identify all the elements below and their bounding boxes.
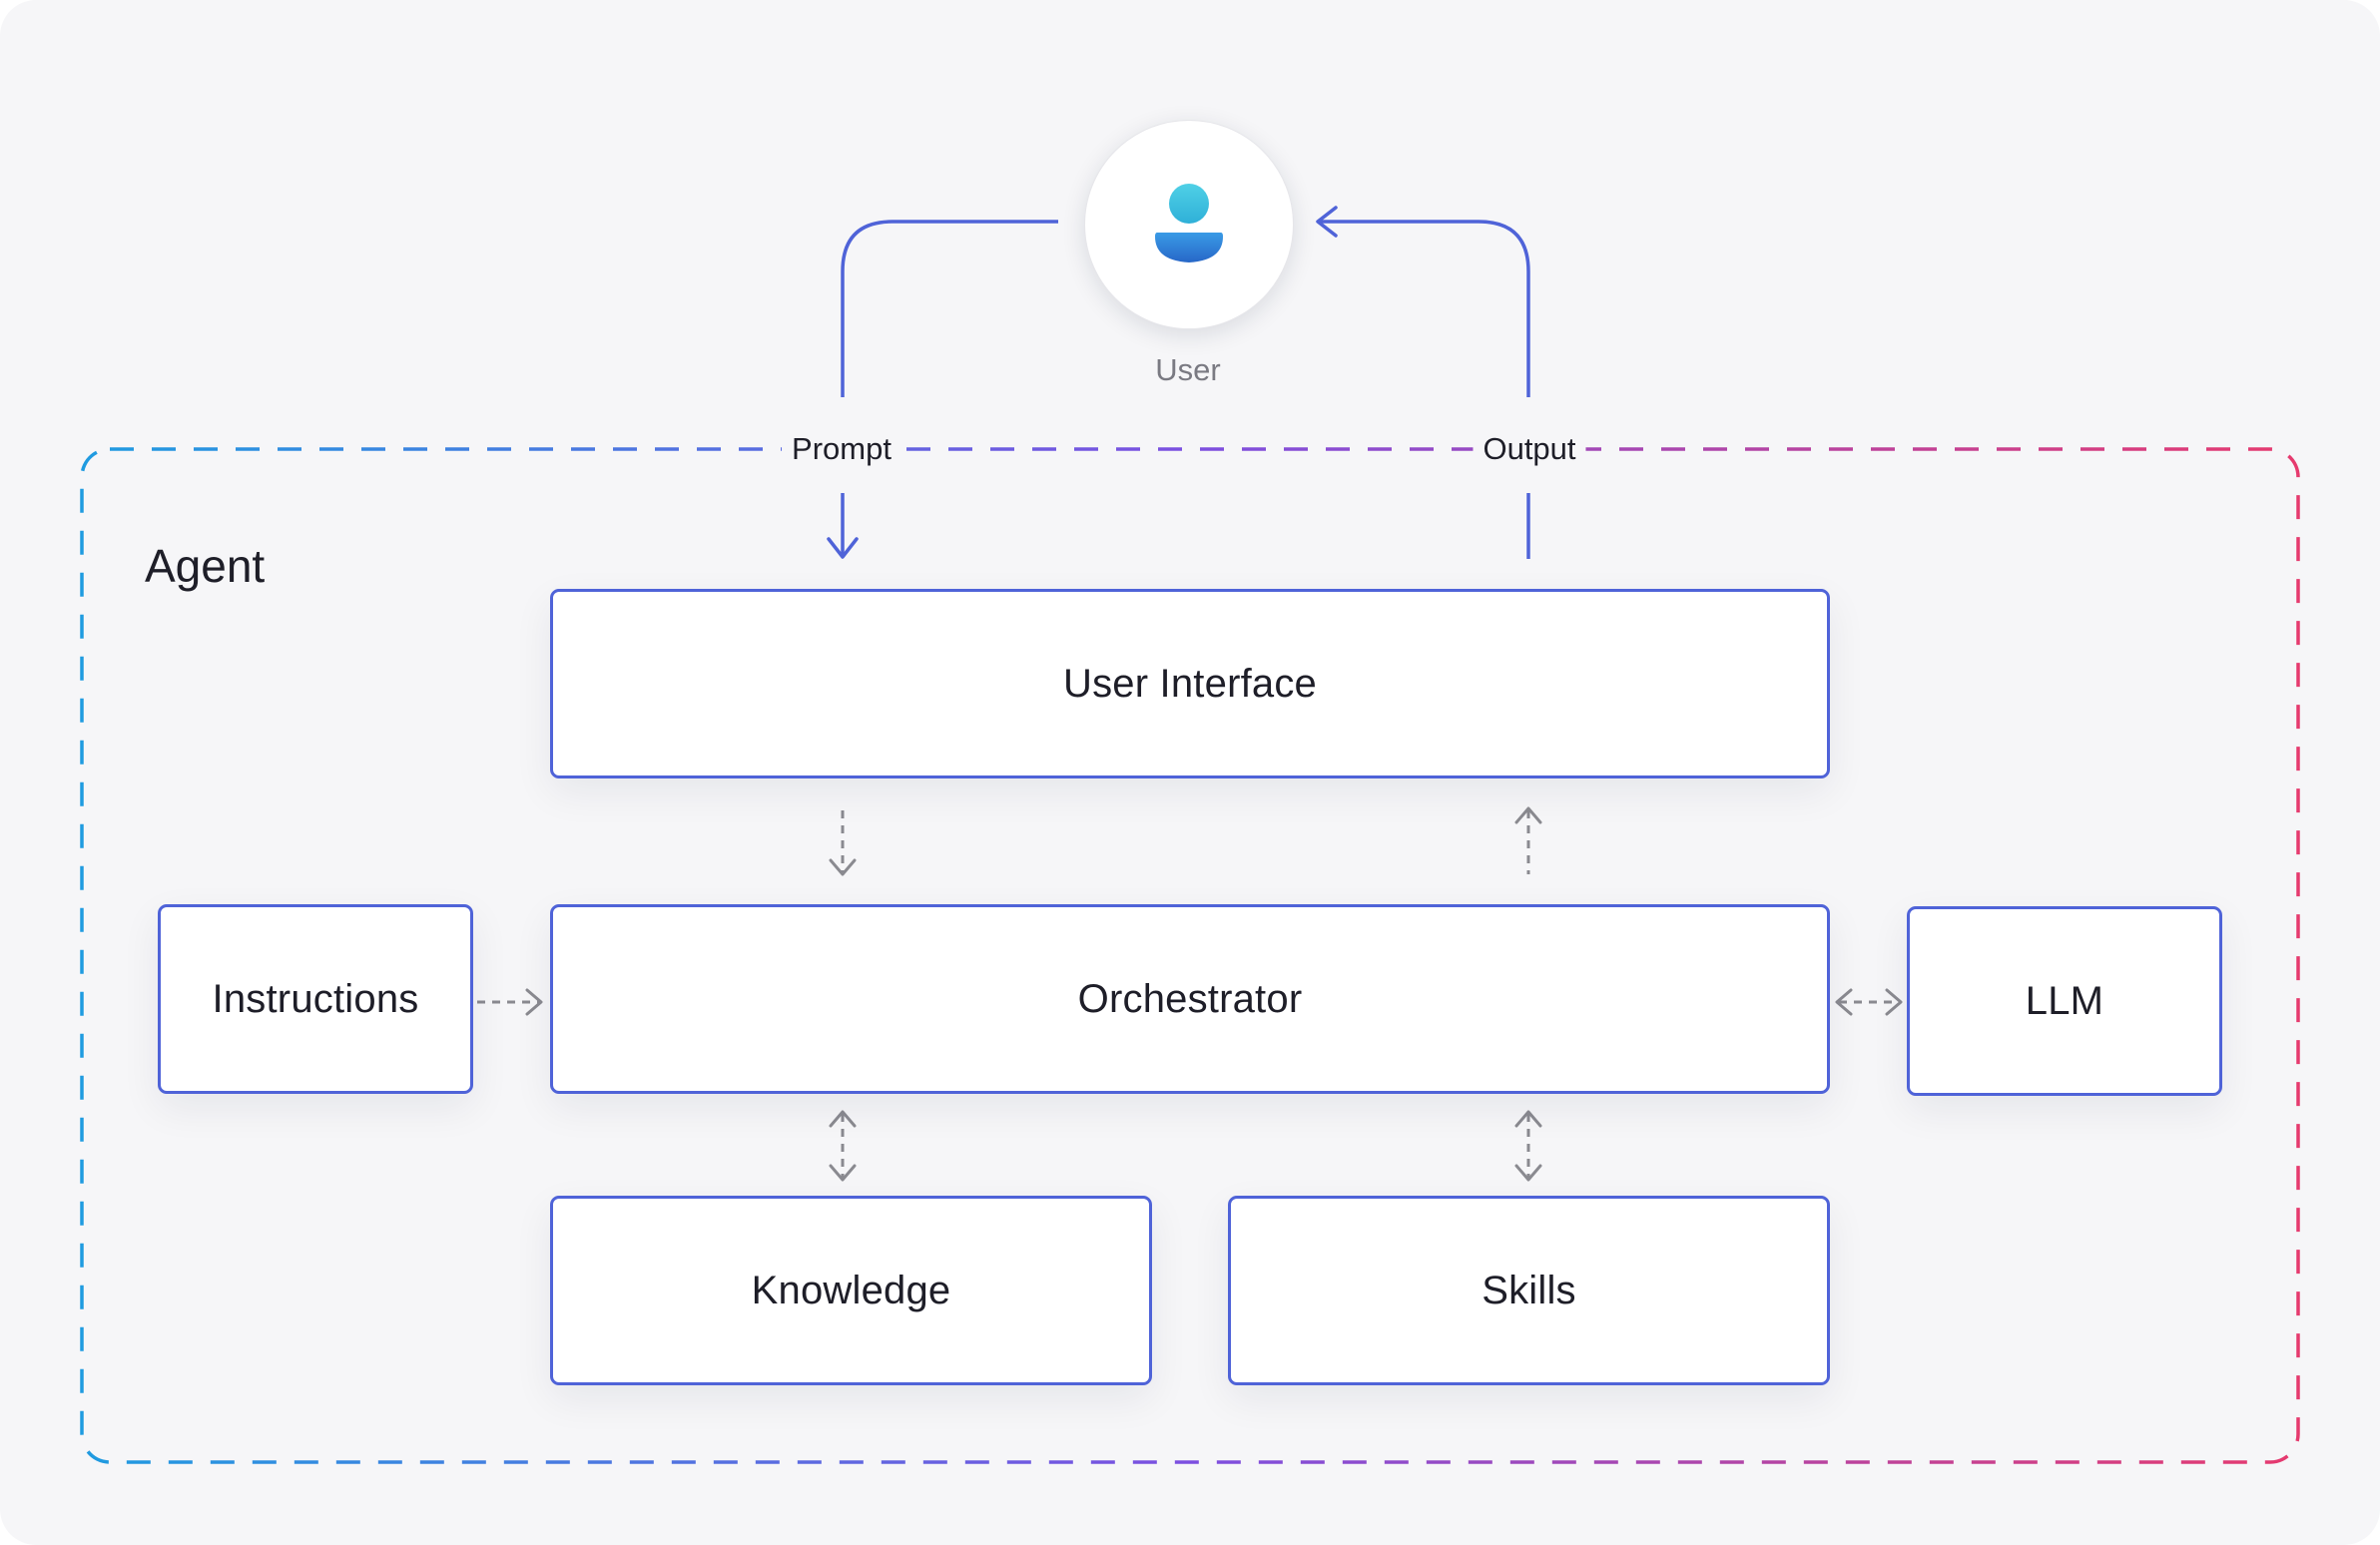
prompt-connector xyxy=(841,220,1058,397)
output-label: Output xyxy=(1473,431,1586,467)
orchestrator-knowledge-arrowhead-up xyxy=(829,1110,857,1128)
user-interface-node[interactable]: User Interface xyxy=(550,589,1830,778)
llm-node[interactable]: LLM xyxy=(1907,906,2222,1096)
prompt-label: Prompt xyxy=(782,431,901,467)
orchestrator-node[interactable]: Orchestrator xyxy=(550,904,1830,1094)
ui-to-orchestrator-arrowhead xyxy=(829,858,857,876)
user-interface-label: User Interface xyxy=(1062,661,1317,706)
output-arrowhead xyxy=(1316,206,1338,238)
orchestrator-llm-arrowhead-left xyxy=(1835,988,1853,1016)
knowledge-label: Knowledge xyxy=(751,1268,951,1312)
orchestrator-skills-arrowhead-up xyxy=(1514,1110,1542,1128)
instructions-label: Instructions xyxy=(212,976,419,1021)
output-connector xyxy=(1320,220,1530,397)
llm-label: LLM xyxy=(2025,978,2104,1023)
agent-title: Agent xyxy=(145,540,266,592)
user-avatar xyxy=(1084,120,1294,329)
skills-label: Skills xyxy=(1482,1268,1576,1312)
agent-boundary xyxy=(80,447,2300,1464)
prompt-arrowhead xyxy=(827,537,859,559)
user-label: User xyxy=(1155,352,1221,387)
orchestrator-to-ui-arrowhead xyxy=(1514,806,1542,824)
orchestrator-skills-arrowhead-down xyxy=(1514,1164,1542,1182)
orchestrator-knowledge-arrowhead-down xyxy=(829,1164,857,1182)
orchestrator-label: Orchestrator xyxy=(1077,976,1303,1021)
orchestrator-llm-arrowhead-right xyxy=(1885,988,1903,1016)
instructions-to-orchestrator-arrowhead xyxy=(525,988,543,1016)
knowledge-node[interactable]: Knowledge xyxy=(550,1196,1152,1385)
user-icon xyxy=(1155,184,1223,262)
skills-node[interactable]: Skills xyxy=(1228,1196,1830,1385)
instructions-node[interactable]: Instructions xyxy=(158,904,473,1094)
